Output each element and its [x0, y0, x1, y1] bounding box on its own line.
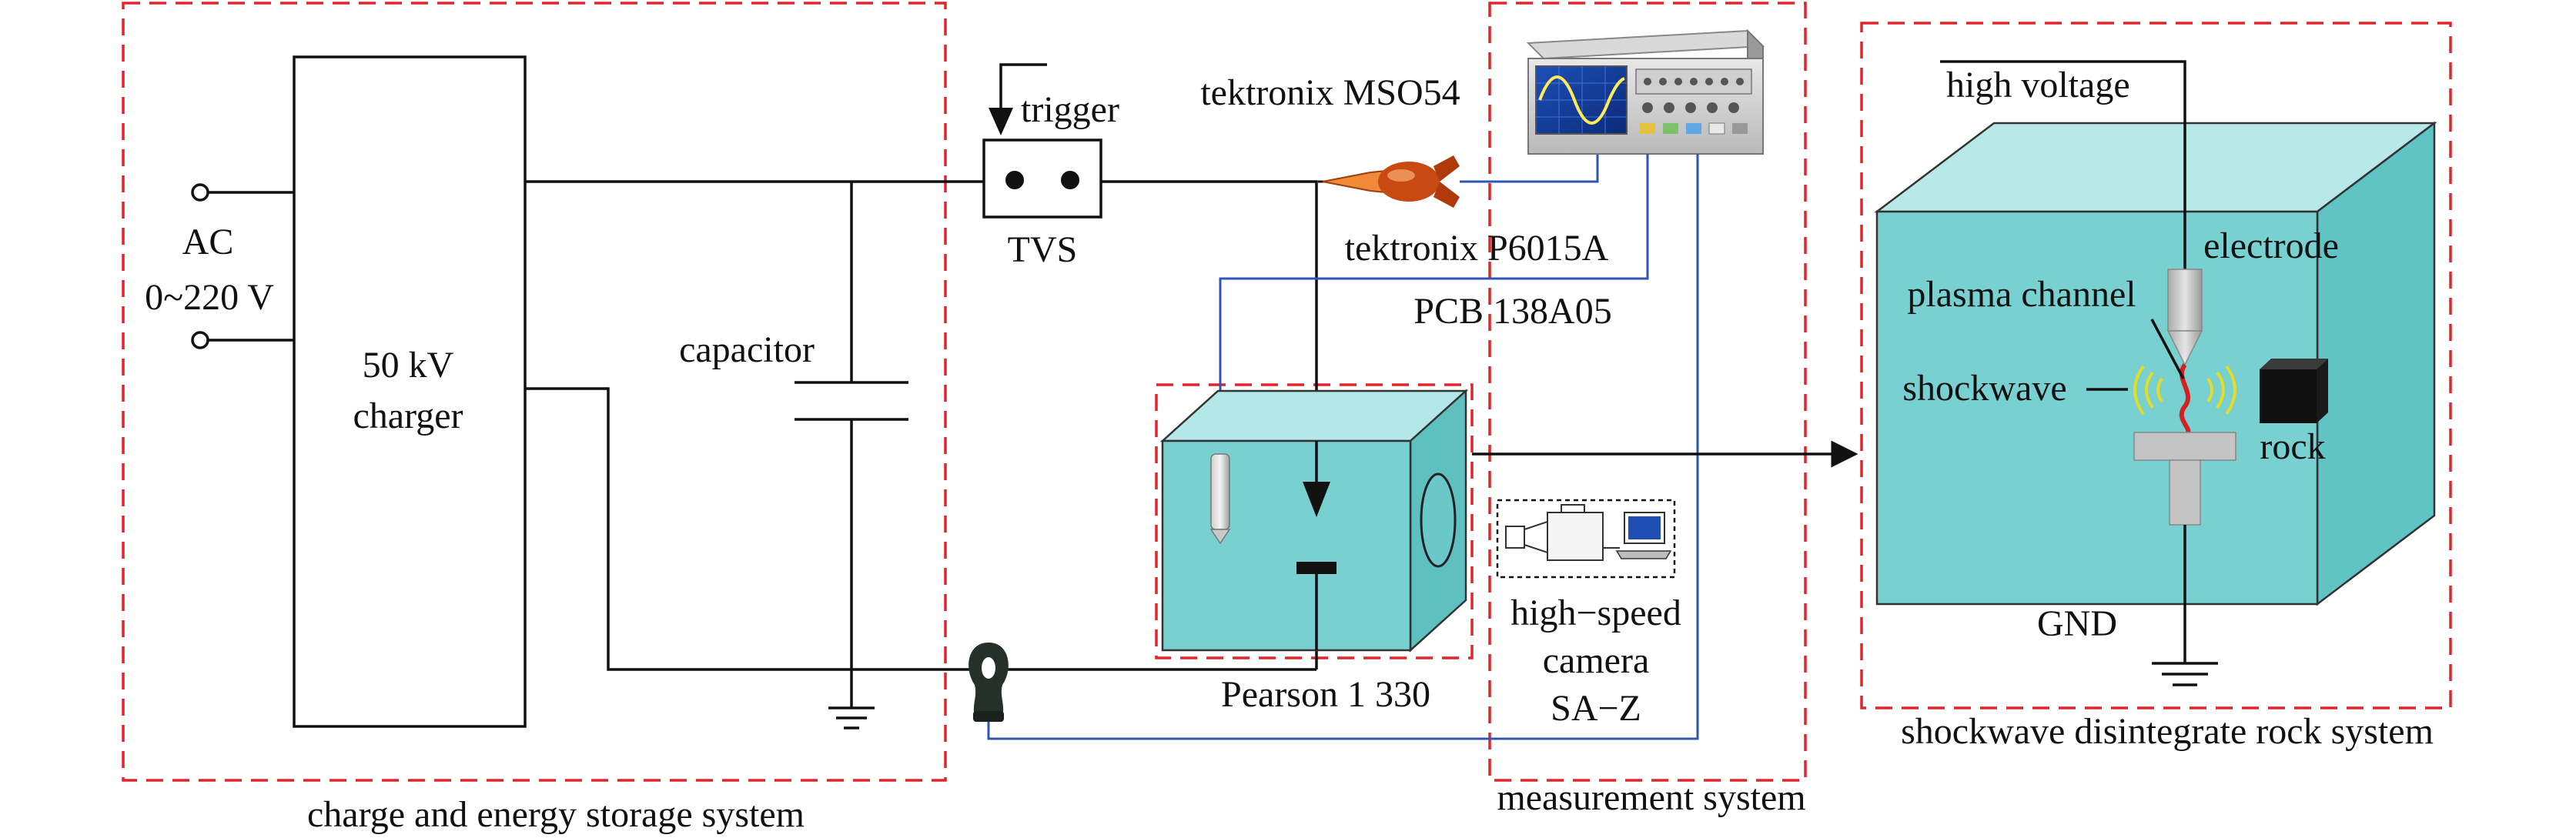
oscilloscope-label: tektronix MSO54	[1200, 72, 1460, 113]
rock-system-caption: shockwave disintegrate rock system	[1901, 711, 2434, 752]
return-wire	[525, 387, 1316, 671]
charger-label: charger	[353, 396, 463, 436]
tvs-to-tank-wire	[1101, 180, 1318, 492]
tvs-switch	[982, 139, 1102, 219]
pressure-sensor-cable	[1219, 154, 1649, 454]
camera-label-line1: high−speed	[1510, 593, 1681, 633]
measurement-system-boundary	[1488, 2, 1807, 782]
oscilloscope-icon	[1526, 28, 1765, 155]
capacitor-symbol	[795, 182, 908, 708]
trigger-arrow-icon	[989, 63, 1047, 135]
tvs-electrode-left	[1005, 171, 1024, 189]
ac-label: AC	[182, 222, 234, 262]
charger-box	[293, 55, 527, 728]
water-tank-icon	[1159, 389, 1469, 653]
ground-icon	[828, 706, 875, 729]
tank-ground-plate-front	[1296, 562, 1337, 574]
gnd-label: GND	[2037, 603, 2117, 644]
hv-lead-wire	[1940, 60, 2186, 269]
plasma-channel-label: plasma channel	[1907, 274, 2136, 315]
electrode-label: electrode	[2203, 225, 2339, 266]
rock-label: rock	[2260, 426, 2325, 467]
hv-probe-cable	[1460, 154, 1599, 183]
pressure-sensor-label: PCB 138A05	[1413, 291, 1611, 332]
measurement-system-caption: measurement system	[1497, 777, 1805, 818]
shockwave-waves-icon	[2133, 365, 2236, 416]
rock-system-boundary	[1860, 22, 2452, 709]
charge-system-caption: charge and energy storage system	[307, 794, 805, 835]
hv-probe-label: tektronix P6015A	[1345, 228, 1609, 269]
computer-icon	[1615, 512, 1672, 559]
current-monitor-cable	[987, 154, 1699, 740]
ac-voltage-label: 0~220 V	[145, 277, 274, 318]
camera-label-line3: SA−Z	[1551, 688, 1641, 729]
pearson-coil-icon	[969, 643, 1009, 722]
tvs-electrode-right	[1061, 171, 1079, 189]
trigger-label: trigger	[1021, 89, 1119, 130]
pressure-sensor-icon	[1209, 453, 1231, 545]
plasma-channel-leader	[2150, 319, 2185, 379]
tvs-label: TVS	[1008, 229, 1078, 270]
rock-ground-icon	[2152, 662, 2218, 686]
charger-voltage-label: 50 kV	[363, 345, 454, 386]
rock-tank-icon	[1874, 121, 2437, 606]
ac-source	[191, 183, 294, 349]
camera-label-line2: camera	[1543, 640, 1650, 681]
tank-electrode-arrow-front	[1303, 482, 1330, 517]
high-voltage-label: high voltage	[1946, 65, 2130, 105]
current-monitor-label: Pearson 1 330	[1221, 674, 1430, 715]
camera-icon	[1505, 504, 1620, 561]
electrode-icon	[2166, 269, 2203, 366]
pearson-tank-boundary	[1155, 383, 1474, 659]
ground-electrode-icon	[2133, 432, 2236, 526]
camera-group-box	[1496, 499, 1676, 579]
charge-system-boundary	[122, 2, 947, 782]
rock-sample-icon	[2260, 359, 2328, 423]
shockwave-label: shockwave	[1902, 368, 2066, 409]
capacitor-label: capacitor	[679, 329, 815, 370]
hv-probe-icon	[1318, 155, 1460, 208]
